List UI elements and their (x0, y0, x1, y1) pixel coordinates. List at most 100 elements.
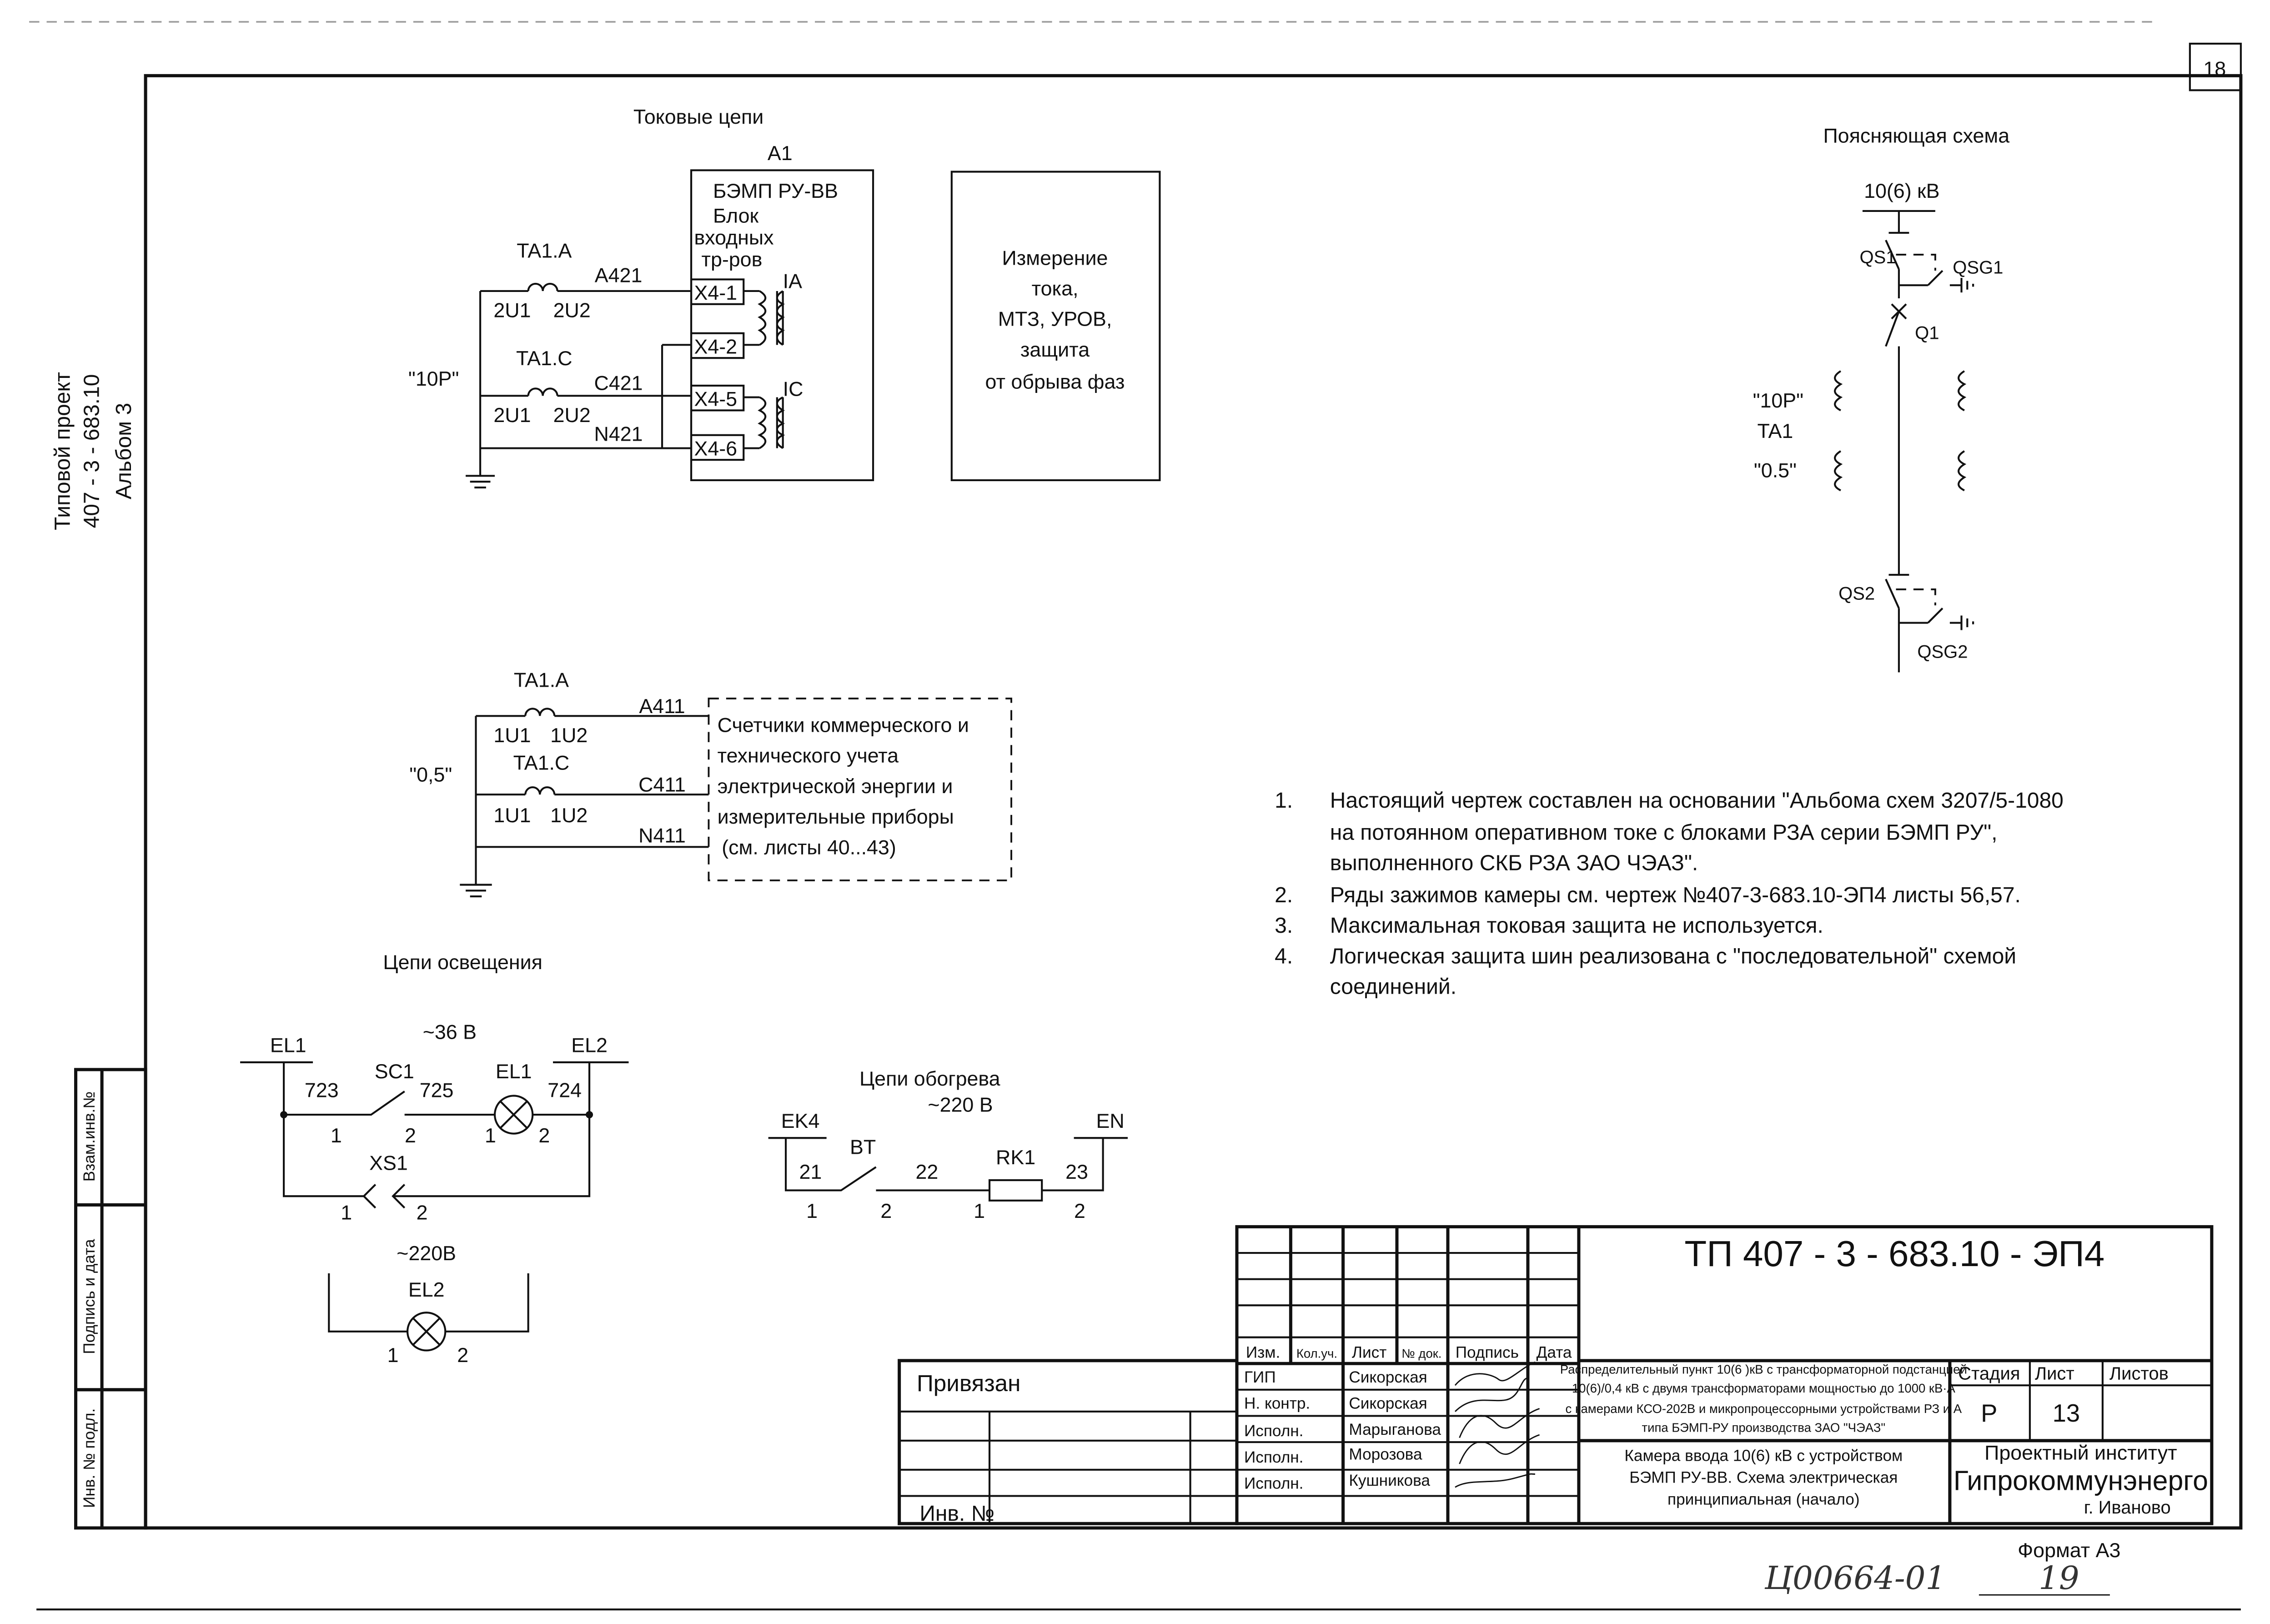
input-ia: IA (783, 270, 802, 293)
project-line: типа БЭМП-РУ производства ЗАО "ЧЭАЗ" (1642, 1421, 1885, 1435)
side-title-line1: Типовой проект (51, 372, 75, 530)
heating-circuits: Цепи обогрева ~220 В EK4 EN BT RK1 21 22… (768, 1067, 1128, 1222)
meters-line: технического учета (718, 744, 899, 767)
label-sc1: SC1 (375, 1060, 414, 1083)
row-name: Кушникова (1349, 1472, 1430, 1489)
sheet-label: Лист (2035, 1363, 2074, 1383)
wire-a421: A421 (595, 264, 643, 287)
resistor-rk1-icon (988, 1179, 1043, 1202)
ct-a-label: TA1.A (517, 239, 572, 262)
device-ref: A1 (768, 142, 793, 165)
inv-label: Инв. № (919, 1502, 994, 1526)
handwritten-archive-no: Ц00664-01 (1764, 1559, 1946, 1597)
device-box (690, 169, 874, 482)
meters-line: (см. листы 40...43) (722, 836, 896, 859)
switchgear-line (1862, 210, 1974, 673)
row-name: Морозова (1349, 1445, 1422, 1463)
note-number: 3. (1275, 914, 1293, 938)
terminal-x4-1: X4-1 (694, 282, 737, 304)
label-rk1: RK1 (996, 1146, 1035, 1169)
project-line: 10(6)/0,4 кВ с двумя трансформаторами мо… (1572, 1381, 1956, 1395)
side-title: Типовой проект 407 - 3 - 683.10 Альбом 3 (51, 372, 136, 530)
lamp2-wiring (328, 1273, 529, 1332)
lighting-voltage2: ~220В (397, 1242, 456, 1265)
ct-term: 1U1 (493, 804, 531, 827)
interlock (1896, 254, 1936, 606)
lamp-el1-icon (493, 1095, 534, 1135)
sheet-number-box (2189, 42, 2242, 91)
bus-voltage: 10(6) кВ (1864, 180, 1939, 202)
input-transformer-ia (743, 290, 785, 346)
label-en: EN (1096, 1110, 1124, 1132)
function-line: МТЗ, УРОВ, (998, 308, 1112, 331)
wire-c411: C411 (638, 774, 686, 796)
wire-22: 22 (916, 1161, 939, 1183)
function-line: защита (1020, 338, 1090, 361)
explanatory-diagram: Поясняющая схема 10(6) кВ QS1 QSG1 Q1 "1… (1753, 125, 2009, 673)
row-role: Исполн. (1244, 1422, 1303, 1440)
ct-term: 2U2 (553, 299, 591, 322)
pin: 1 (806, 1200, 818, 1222)
ct-a-label: TA1.A (514, 669, 569, 691)
stamp-sign-date: Подпись и дата (80, 1239, 98, 1354)
pin: 2 (405, 1124, 416, 1147)
pin: 1 (331, 1124, 342, 1147)
heating-voltage: ~220 В (928, 1094, 993, 1116)
terminal-x4-5: X4-5 (694, 388, 737, 411)
function-line: тока, (1032, 277, 1079, 300)
org-line1: Проектный институт (1984, 1441, 2177, 1464)
device-line: БЭМП РУ-ВВ (713, 180, 838, 202)
ct-class: "10Р" (408, 367, 459, 390)
bound-block: Привязан Инв. № (898, 1359, 1239, 1526)
input-transformer-ic (743, 396, 785, 449)
project-line: Распределительный пункт 10(6 )кВ с транс… (1560, 1363, 1967, 1377)
label-qs2: QS2 (1838, 583, 1875, 603)
sheets-label: Листов (2109, 1363, 2169, 1383)
ct-c-label: TA1.C (513, 752, 570, 774)
stamp-inv-orig: Инв. № подл. (80, 1408, 98, 1508)
note-number: 4. (1275, 944, 1293, 968)
drawing-code: ТП 407 - 3 - 683.10 - ЭП4 (1684, 1233, 2104, 1274)
note-line: соединений. (1330, 975, 1456, 999)
note-line: Максимальная токовая защита не используе… (1330, 914, 1823, 938)
ct-term: 2U1 (493, 299, 531, 322)
note-number: 1. (1275, 789, 1293, 813)
row-name: Сикорская (1349, 1368, 1427, 1386)
label-q1: Q1 (1915, 323, 1939, 343)
note-line: выполненного СКБ РЗА ЗАО ЧЭАЗ". (1330, 851, 1698, 875)
function-line: Измерение (1002, 246, 1108, 269)
pin: 1 (485, 1124, 496, 1147)
header-date: Дата (1537, 1343, 1572, 1361)
ct-class: "0,5" (409, 763, 452, 786)
side-stamp: Взам.инв.№ Подпись и дата Инв. № подл. (74, 1068, 147, 1530)
ct-term: 2U2 (553, 404, 591, 427)
label-bt: BT (850, 1136, 876, 1158)
meters-line: измерительные приборы (718, 805, 954, 828)
wire-21: 21 (799, 1161, 822, 1183)
bound-label: Привязан (917, 1370, 1020, 1396)
title-block: ТП 407 - 3 - 683.10 - ЭП4 Изм. Кол.уч. Л… (1235, 1225, 2214, 1525)
meters-line: электрической энергии и (718, 775, 953, 798)
ct-c-label: TA1.C (516, 347, 573, 370)
ct-term: 1U2 (550, 804, 588, 827)
row-role: ГИП (1244, 1368, 1276, 1386)
current-wiring (466, 282, 692, 489)
row-role: Исполн. (1244, 1448, 1303, 1466)
lighting-voltage: ~36 В (423, 1021, 477, 1044)
label-class05: "0.5" (1754, 459, 1797, 482)
wire-23: 23 (1065, 1161, 1088, 1183)
note-line: Настоящий чертеж составлен на основании … (1330, 789, 2064, 813)
wire-a411: A411 (639, 695, 685, 718)
pin: 2 (538, 1124, 550, 1147)
terminal-x4-2: X4-2 (694, 336, 737, 358)
meters-line: Счетчики коммерческого и (718, 714, 969, 737)
sheet-title-line: БЭМП РУ-ВВ. Схема электрическая (1629, 1469, 1898, 1487)
label-ta1: TA1 (1758, 420, 1793, 442)
label-qs1: QS1 (1860, 247, 1896, 267)
pin: 1 (341, 1201, 352, 1224)
sheet-title-line: Камера ввода 10(6) кВ с устройством (1624, 1447, 1903, 1465)
function-line: от обрыва фаз (985, 370, 1125, 393)
stage-label: Стадия (1958, 1363, 2020, 1383)
org-line3: г. Иваново (2084, 1498, 2171, 1518)
